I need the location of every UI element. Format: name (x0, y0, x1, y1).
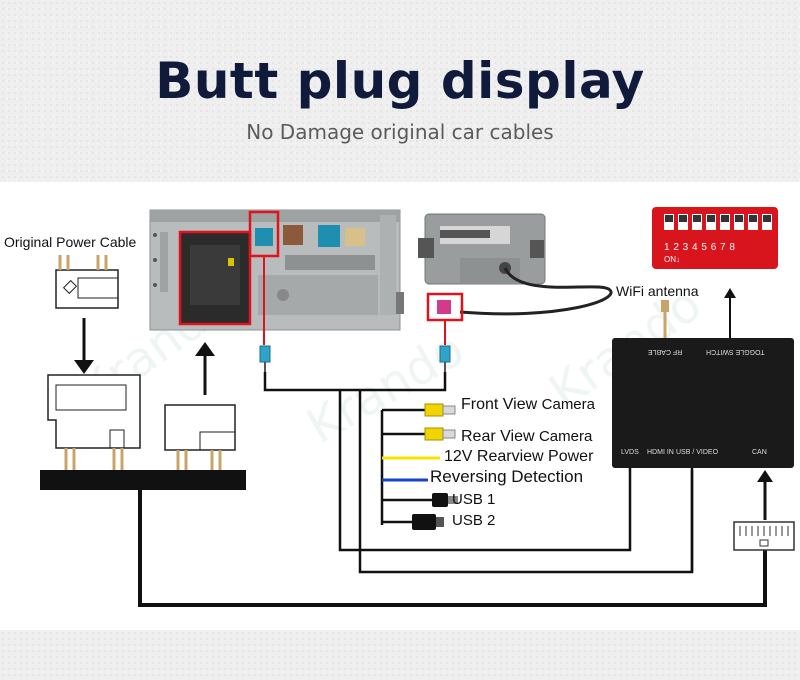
reversing-detection-label: Reversing Detection (430, 467, 584, 486)
wifi-antenna-label: WiFi antenna (616, 283, 699, 299)
front-view-text: Front View (461, 396, 538, 413)
arrow-up-icon (724, 288, 736, 298)
fakra-connector-left (259, 345, 271, 372)
dip-switch-knobs (665, 215, 771, 222)
rca-connector-front (424, 403, 456, 417)
original-power-plug (55, 255, 119, 309)
original-power-cable-label: Original Power Cable (4, 234, 137, 250)
footer-background (0, 630, 800, 680)
camera-text: Camera (538, 428, 593, 445)
arrow-down-icon: ↓ (676, 255, 680, 264)
interface-module-box (612, 338, 794, 468)
arrow-up-icon (195, 342, 215, 356)
camera-text: Camera (541, 396, 595, 413)
lvds-port-label: LVDS (621, 449, 639, 456)
dip-switch-on-label: ON↓ (664, 255, 680, 264)
harness-bar (40, 470, 246, 490)
dip-switch-numbers: 1 2 3 4 5 6 7 8 (664, 242, 736, 253)
screen-unit (418, 213, 613, 322)
rca-connector-rear (424, 427, 456, 441)
male-connector (164, 404, 236, 470)
usb2-label: USB 2 (452, 512, 496, 529)
page-title: Butt plug display (155, 52, 645, 110)
usb1-plug (432, 493, 458, 507)
rear-view-text: Rear View (461, 428, 535, 445)
toggle-switch-label: TOGGLE SWITCH (706, 348, 765, 355)
usb2-plug (412, 514, 444, 530)
arrow-down-icon (74, 360, 94, 374)
usb-video-port-label: USB / VIDEO (676, 449, 719, 456)
rear-view-camera-label: Rear View Camera (461, 428, 592, 446)
front-view-camera-label: Front View Camera (461, 396, 595, 414)
rf-cable-label: RF CABLE (648, 348, 683, 355)
rearview-power-label: 12V Rearview Power (444, 448, 594, 465)
can-connector (733, 521, 795, 551)
can-port-label: CAN (752, 449, 767, 456)
hdmi-in-port-label: HDMI IN (647, 449, 674, 456)
usb1-label: USB 1 (452, 491, 496, 508)
head-unit (149, 209, 404, 331)
page-subtitle: No Damage original car cables (246, 120, 554, 144)
arrow-up-icon (757, 470, 773, 482)
female-connector (47, 374, 141, 470)
on-text: ON (664, 255, 676, 264)
header-background (0, 0, 800, 182)
fakra-connector-right (439, 345, 451, 372)
